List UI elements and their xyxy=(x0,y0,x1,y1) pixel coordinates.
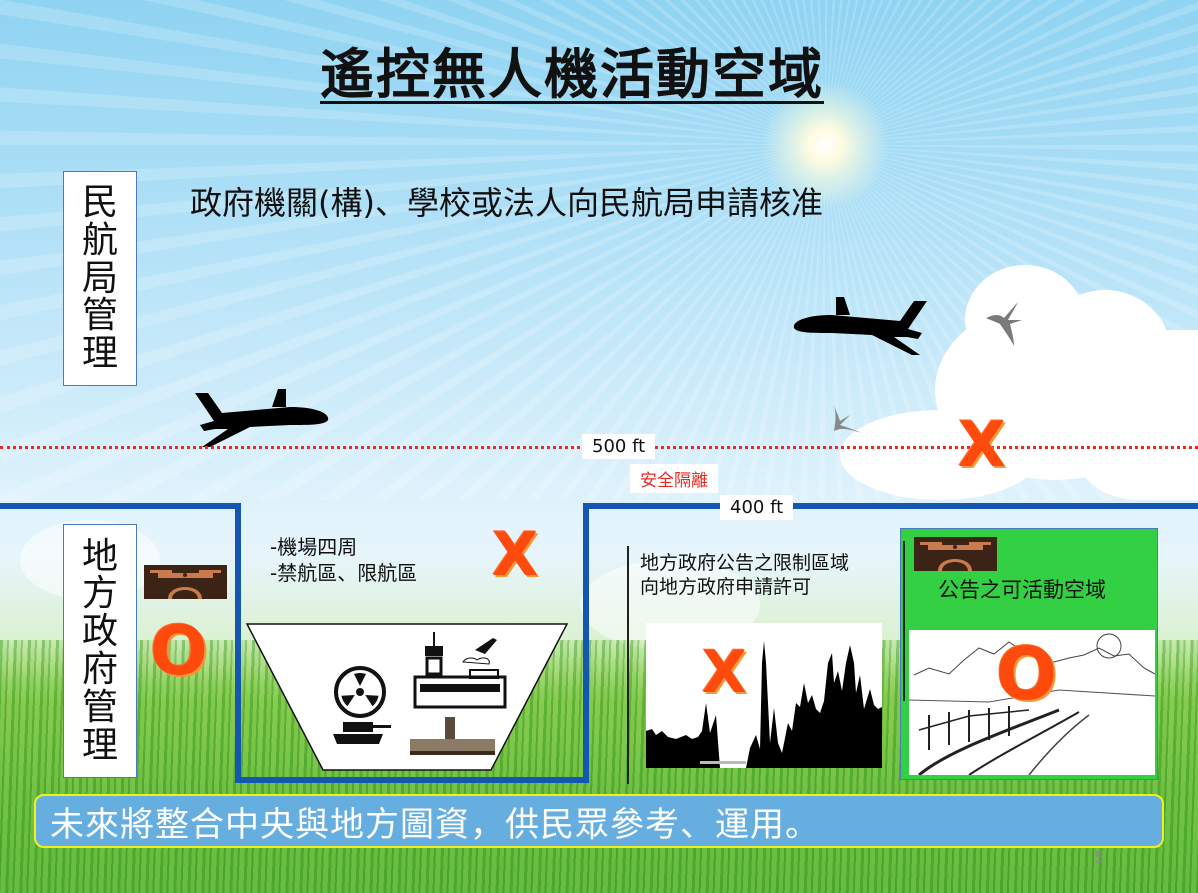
restricted-line: -禁航區、限航區 xyxy=(270,561,418,585)
radiation-icon xyxy=(334,666,386,718)
label-char: 航 xyxy=(81,219,118,261)
page-title: 遙控無人機活動空域 xyxy=(320,43,824,106)
sun xyxy=(760,80,890,210)
presidential-building-icon xyxy=(410,717,495,755)
label-char: 理 xyxy=(81,333,118,375)
400ft-boundary xyxy=(235,503,241,783)
restricted-line: -機場四周 xyxy=(270,535,358,559)
400ft-boundary xyxy=(235,777,589,783)
cloud xyxy=(840,410,1040,500)
safety-buffer-label: 安全隔離 xyxy=(630,464,718,493)
tank-icon xyxy=(333,722,391,744)
divider-line xyxy=(627,546,629,784)
500ft-label: 500 ft xyxy=(582,434,656,459)
label-char: 局 xyxy=(81,257,118,299)
label-char: 地 xyxy=(81,535,118,577)
restricted-sites-panel xyxy=(245,623,569,771)
label-char: 理 xyxy=(81,724,118,766)
city-skyline-panel xyxy=(646,623,882,768)
landscape-panel xyxy=(908,630,1156,777)
local-restricted-x-mark: X xyxy=(702,638,747,706)
landscape-icon xyxy=(908,633,1156,777)
airport-tower-icon xyxy=(413,632,507,709)
label-char: 管 xyxy=(81,686,118,728)
400ft-boundary xyxy=(583,503,1198,509)
footer-banner: 未來將整合中央與地方圖資，供民眾參考、運用。 xyxy=(34,794,1164,848)
400ft-label: 400 ft xyxy=(720,495,794,520)
label-char: 府 xyxy=(81,649,118,690)
local-restricted-line: 向地方政府申請許可 xyxy=(640,575,812,598)
400ft-boundary xyxy=(583,503,589,783)
cloud xyxy=(1080,420,1198,500)
drone-icon xyxy=(914,537,997,571)
caa-management-label: 民 航 局 管 理 xyxy=(63,171,137,386)
label-char: 管 xyxy=(81,295,118,337)
page-number: 5 xyxy=(1094,848,1105,867)
label-char: 政 xyxy=(81,611,118,653)
restricted-area-text: -機場四周 -禁航區、限航區 xyxy=(270,534,417,586)
airplane-icon xyxy=(793,297,927,355)
local-zone-o-mark: O xyxy=(150,612,208,691)
airplane-icon xyxy=(195,389,329,447)
local-government-management-label: 地 方 政 府 管 理 xyxy=(63,524,137,778)
restricted-x-mark: X xyxy=(492,520,539,590)
bird-icon xyxy=(986,302,1022,346)
local-restricted-text: 地方政府公告之限制區域 向地方政府申請許可 xyxy=(640,552,849,600)
permitted-o-mark: O xyxy=(996,632,1058,716)
city-skyline-icon xyxy=(646,641,882,768)
drone-icon xyxy=(144,565,227,599)
bird-icon xyxy=(834,405,862,433)
caa-application-text: 政府機關(構)、學校或法人向民航局申請核准 xyxy=(190,184,823,222)
divider-line xyxy=(903,541,905,701)
upper-zone-x-mark: X xyxy=(958,408,1006,481)
label-char: 民 xyxy=(81,182,118,223)
permitted-airspace-label: 公告之可活動空域 xyxy=(938,578,1106,602)
local-restricted-line: 地方政府公告之限制區域 xyxy=(640,552,850,574)
label-char: 方 xyxy=(81,573,118,615)
400ft-boundary xyxy=(0,503,240,509)
